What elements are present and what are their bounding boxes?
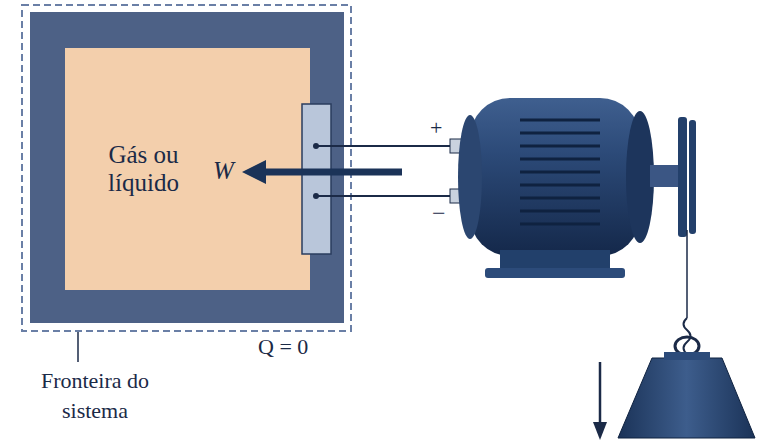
pulley [678,117,687,237]
work-arrowhead [242,160,266,184]
motor-endcap [626,111,654,243]
polarity-sign: + [430,115,442,141]
motor-foot [485,268,625,278]
cooling-fin [520,197,600,200]
wire [316,195,455,197]
fall-arrow [599,362,602,425]
cooling-fin [520,171,600,174]
motor-body [470,98,640,256]
weight [618,358,755,438]
resistor-plate [302,104,331,254]
cooling-fin [520,132,600,135]
fluid-chamber: Gás ou líquido [65,48,302,290]
pulley [689,120,696,234]
polarity-sign: − [432,200,446,227]
container-wall [30,12,344,323]
cooling-fin [520,210,600,213]
fall-arrowhead [593,422,607,440]
cooling-fin [520,145,600,148]
heat-label: Q = 0 [258,334,308,360]
cooling-fin [520,158,600,161]
terminal [313,143,319,149]
motor-endcap [458,115,482,239]
system-boundary [22,5,351,331]
leader-line [77,332,79,362]
terminal [313,193,319,199]
boundary-label: Fronteira do sistema [40,366,150,426]
weight-top [664,352,710,360]
work-arrow [262,169,402,176]
cooling-fin [520,119,600,122]
cooling-fin [520,184,600,187]
fluid-label: Gás ou líquido [99,141,189,197]
shaft [650,165,678,187]
wire [316,145,455,147]
cable [686,230,688,318]
work-symbol: W [213,157,234,185]
cooling-fin [520,223,600,226]
